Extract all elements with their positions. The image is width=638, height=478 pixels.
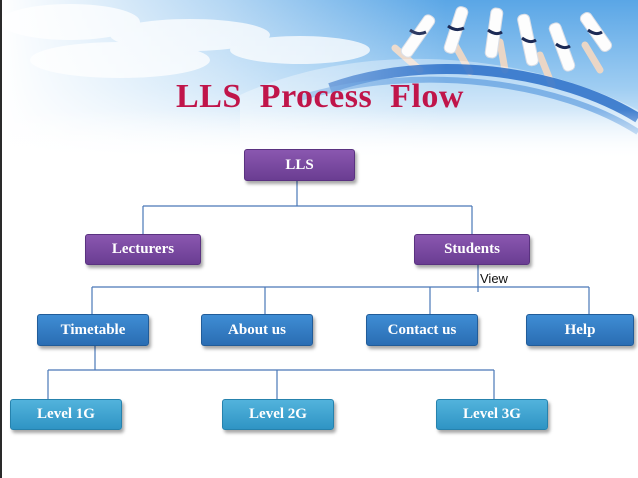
node-timetable: Timetable [37,314,149,346]
node-lecturers: Lecturers [85,234,201,265]
node-students: Students [414,234,530,265]
graduation-header-image [0,0,638,160]
left-border-line [0,0,2,478]
page-title: LLS Process Flow [176,78,464,115]
node-level-2g: Level 2G [222,399,334,430]
node-level-3g: Level 3G [436,399,548,430]
node-lls: LLS [244,149,355,181]
node-level-1g: Level 1G [10,399,122,430]
node-help: Help [526,314,634,346]
node-about-us: About us [201,314,313,346]
node-contact-us: Contact us [366,314,478,346]
edge-label-view: View [480,271,508,286]
